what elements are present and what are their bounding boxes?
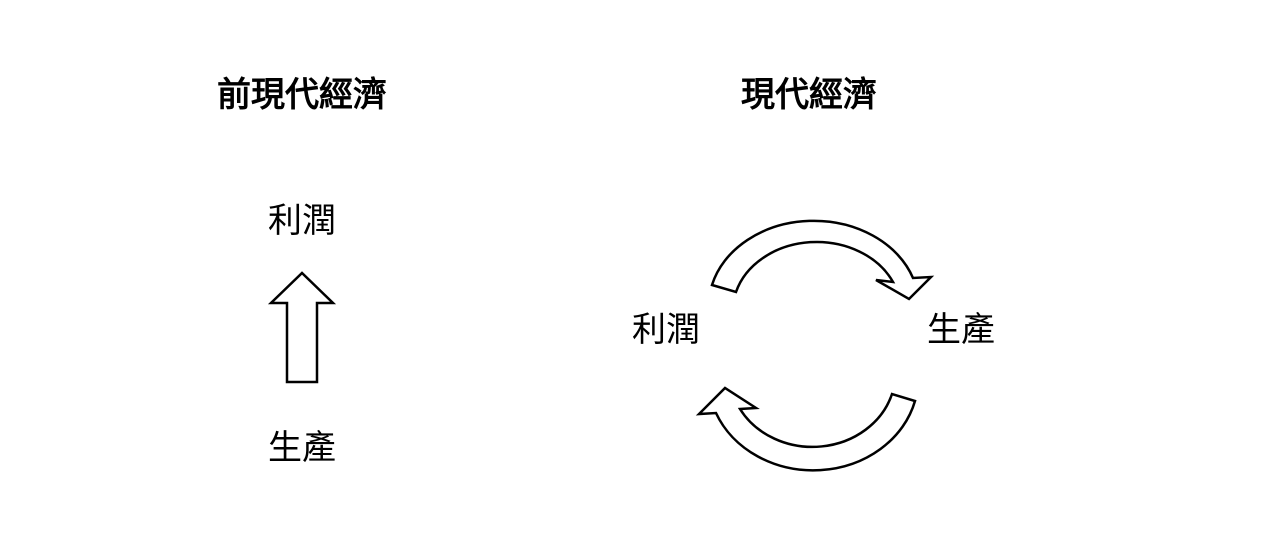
pre-modern-economy-title: 前現代經濟 xyxy=(217,75,387,115)
pre-modern-profit-label: 利潤 xyxy=(268,201,336,241)
modern-profit-label: 利潤 xyxy=(632,310,700,350)
bottom-cycle-arrow-icon xyxy=(695,386,917,472)
pre-modern-production-label: 生產 xyxy=(268,428,336,468)
top-cycle-arrow-icon xyxy=(710,219,935,301)
modern-production-label: 生產 xyxy=(927,310,995,350)
up-arrow-icon xyxy=(267,271,337,384)
modern-economy-title: 現代經濟 xyxy=(741,75,877,115)
